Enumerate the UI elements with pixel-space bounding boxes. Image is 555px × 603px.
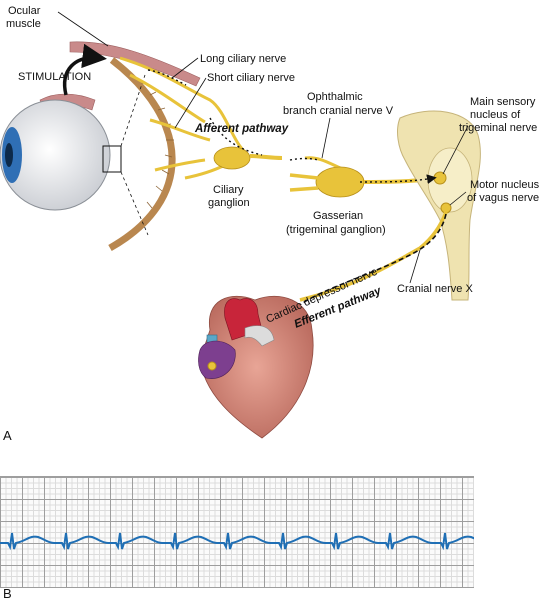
label-gasserian-2: (trigeminal ganglion): [286, 224, 386, 236]
pulmonary-artery: [244, 325, 275, 347]
magnified-region-box: [102, 145, 122, 173]
label-ocular-muscle-1: Ocular: [8, 5, 41, 17]
ecg-trace: [0, 532, 474, 551]
panel-label-b: B: [3, 586, 12, 601]
orbit-bone-ticks: [146, 91, 174, 209]
label-ciliary-ganglion-1: Ciliary: [213, 184, 244, 196]
ecg-strip: [0, 476, 474, 588]
orbit-bone: [108, 57, 176, 252]
label-motor-nucleus-2: of vagus nerve: [467, 192, 539, 204]
label-ophthalmic-1: Ophthalmic: [307, 91, 363, 103]
eyeball: [0, 99, 111, 211]
sa-node: [207, 361, 217, 371]
label-ciliary-ganglion-2: ganglion: [208, 197, 250, 209]
label-motor-nucleus-1: Motor nucleus: [470, 179, 540, 191]
stimulation-arrow: [63, 43, 107, 96]
label-gasserian-1: Gasserian: [313, 210, 363, 222]
label-ocular-muscle-2: muscle: [6, 18, 41, 30]
label-cranial-nerve-x: Cranial nerve X: [397, 283, 473, 295]
label-short-ciliary-nerve: Short ciliary nerve: [207, 72, 295, 84]
main-sensory-nucleus: [433, 171, 447, 185]
label-ophthalmic-2: branch cranial nerve V: [283, 105, 394, 117]
gasserian-ganglion: [315, 166, 365, 198]
cranial-nerve-x: [299, 211, 448, 302]
motor-nucleus-vagus: [440, 202, 452, 214]
ciliary-ganglion: [213, 146, 251, 170]
label-stimulation: STIMULATION: [18, 71, 91, 83]
label-long-ciliary-nerve: Long ciliary nerve: [200, 53, 286, 65]
label-main-sensory-2: nucleus of: [470, 109, 521, 121]
panel-label-a: A: [3, 428, 12, 443]
heart: [198, 296, 314, 439]
label-main-sensory-1: Main sensory: [470, 96, 536, 108]
ecg-line: [0, 532, 474, 551]
label-afferent-pathway: Afferent pathway: [194, 123, 289, 135]
label-main-sensory-3: trigeminal nerve: [459, 122, 537, 134]
right-atrium: [198, 340, 236, 379]
afferent-pathway-line: [147, 69, 434, 182]
ciliary-nerves: [119, 56, 247, 180]
